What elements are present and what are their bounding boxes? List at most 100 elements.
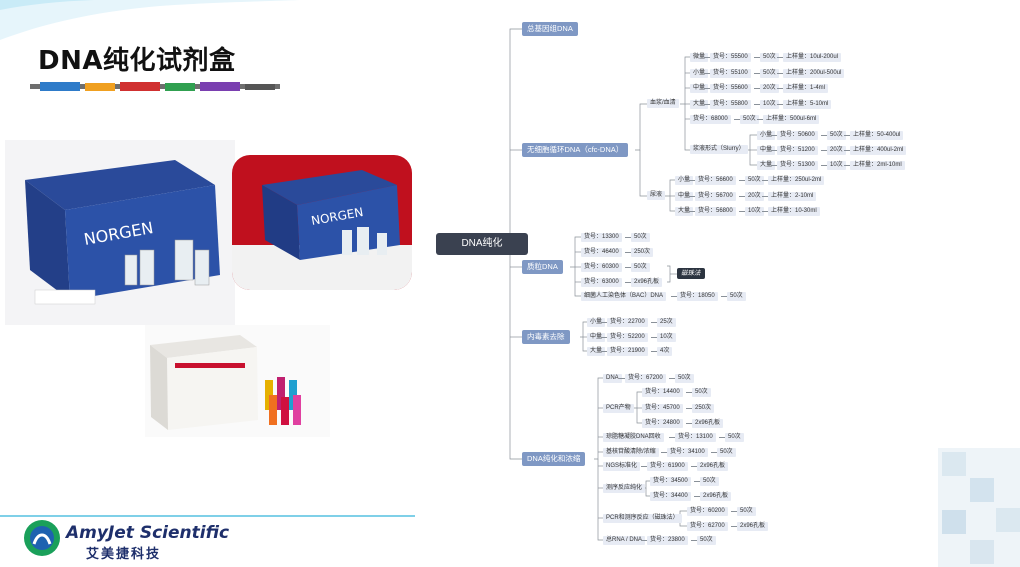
group-slurry: 浆液形式（Slurry） [690, 145, 748, 154]
gel-row-cell: 50次 [725, 433, 744, 442]
connector-dash [704, 73, 710, 74]
connector-dash [739, 196, 745, 197]
urine-row-cell: 货号：56700 [695, 192, 736, 201]
connector-dash [704, 88, 710, 89]
connector-dash [625, 252, 631, 253]
urine-row-cell: 上样量：10-30ml [768, 207, 820, 216]
pcrseq-row-cell: 货号：60200 [687, 507, 728, 516]
plasma-row-cell: 上样量：1-4ml [783, 84, 829, 93]
cleanconc-row-cell: 货号：34100 [667, 448, 708, 457]
connector-dash [757, 119, 763, 120]
endotoxin-row-cell: 货号：52200 [607, 333, 648, 342]
connector-dash [641, 466, 647, 467]
ngs-row-cell: NGS标准化 [603, 462, 641, 471]
plasma-row-cell: 货号：68000 [690, 115, 731, 124]
plasma-row-cell: 50次 [760, 69, 779, 78]
plasma-row-cell: 上样量：500ul-6ml [763, 115, 820, 124]
group-urine: 尿液 [647, 191, 666, 200]
plasma-row-cell: 上样量：200ul-500ul [783, 69, 845, 78]
plasmid-row-cell: 货号：46400 [581, 248, 622, 257]
plasma-row-cell: 货号：55800 [710, 100, 751, 109]
endotoxin-row-cell: 4次 [657, 347, 673, 356]
urine-row-cell: 上样量：2-10ml [768, 192, 817, 201]
page-title: DNA纯化试剂盒 [38, 46, 236, 76]
connector-dash [601, 322, 607, 323]
pcrseq-row-cell: 50次 [737, 507, 756, 516]
ngs-row-cell: 货号：61900 [647, 462, 688, 471]
connector-dash [771, 165, 777, 166]
connector-dash [721, 296, 727, 297]
connector-dash [601, 351, 607, 352]
mindmap-root: DNA纯化 [436, 233, 528, 255]
connector-dash [711, 452, 717, 453]
connector-dash [731, 526, 737, 527]
urine-row-cell: 上样量：250ul-2ml [768, 176, 825, 185]
pcrseq-row-cell: 2x96孔板 [737, 522, 769, 531]
plasmid-row-cell: 250次 [631, 248, 654, 257]
plasmid-row-cell: 50次 [631, 263, 650, 272]
urine-row-cell: 20次 [745, 192, 764, 201]
connector-dash [686, 392, 692, 393]
seq-row-cell: 2x96孔板 [700, 492, 732, 501]
plasmid-row-cell: 货号：60300 [581, 263, 622, 272]
slurry-row-cell: 上样量：2ml-10ml [850, 161, 905, 170]
header-swoosh [0, 0, 300, 40]
plasma-row-cell: 20次 [760, 84, 779, 93]
connector-dash [691, 466, 697, 467]
endotoxin-row-cell: 小量 [587, 318, 606, 327]
connector-dash [601, 337, 607, 338]
bac-row-cell: 货号：18050 [677, 292, 718, 301]
slurry-row-cell: 货号：50600 [777, 131, 818, 140]
slurry-row-cell: 上样量：50-400ul [850, 131, 904, 140]
connector-dash [661, 452, 667, 453]
plasma-row-cell: 10次 [760, 100, 779, 109]
connector-dash [821, 150, 827, 151]
connector-dash [689, 196, 695, 197]
magnetic-bead-tag: 磁珠法 [677, 268, 705, 279]
cleanup-dna-row-cell: 货号：67200 [625, 374, 666, 383]
bac-row-cell: 50次 [727, 292, 746, 301]
rnadna-row-cell: 总RNA / DNA [603, 536, 646, 545]
connector-dash [651, 351, 657, 352]
group-plasma-serum: 血浆/血清 [647, 99, 679, 108]
urine-row-cell: 小量 [675, 176, 694, 185]
connector-dash [694, 481, 700, 482]
seq-row-cell: 货号：34400 [650, 492, 691, 501]
endotoxin-row-cell: 25次 [657, 318, 676, 327]
footer-divider [0, 515, 415, 517]
plasma-row-cell: 货号：55600 [710, 84, 751, 93]
slurry-row-cell: 货号：51300 [777, 161, 818, 170]
connector-dash [625, 267, 631, 268]
slurry-row-cell: 上样量：400ul-2ml [850, 146, 907, 155]
plasma-row-cell: 货号：55100 [710, 69, 751, 78]
slurry-row-cell: 50次 [827, 131, 846, 140]
slurry-row-cell: 中量 [757, 146, 776, 155]
slurry-row-cell: 20次 [827, 146, 846, 155]
pcr-row-cell: 货号：14400 [642, 388, 683, 397]
connector-dash [762, 211, 768, 212]
plasma-row-cell: 微量 [690, 53, 709, 62]
pcr-row-cell: 货号：24800 [642, 419, 683, 428]
cleanup-dna-row-cell: 50次 [675, 374, 694, 383]
connector-dash [762, 196, 768, 197]
connector-dash [844, 135, 850, 136]
gel-row-cell: 琼脂糖凝胶DNA回收 [603, 433, 664, 442]
connector-dash [651, 337, 657, 338]
connector-dash [719, 437, 725, 438]
connector-dash [704, 104, 710, 105]
plasma-row-cell: 50次 [760, 53, 779, 62]
urine-row-cell: 10次 [745, 207, 764, 216]
connector-dash [689, 211, 695, 212]
connector-dash [671, 296, 677, 297]
connector-dash [625, 282, 631, 283]
urine-row-cell: 货号：56800 [695, 207, 736, 216]
urine-row-cell: 中量 [675, 192, 694, 201]
group-pcr-seq-magnetic: PCR和测序反应（磁珠法） [603, 514, 682, 523]
endotoxin-row-cell: 大量 [587, 347, 606, 356]
plasma-row-cell: 50次 [740, 115, 759, 124]
bac-row-cell: 细菌人工染色体（BAC）DNA [581, 292, 667, 301]
connector-dash [754, 73, 760, 74]
connector-dash [669, 378, 675, 379]
slurry-row-cell: 10次 [827, 161, 846, 170]
amyjet-logo-icon [24, 520, 60, 556]
